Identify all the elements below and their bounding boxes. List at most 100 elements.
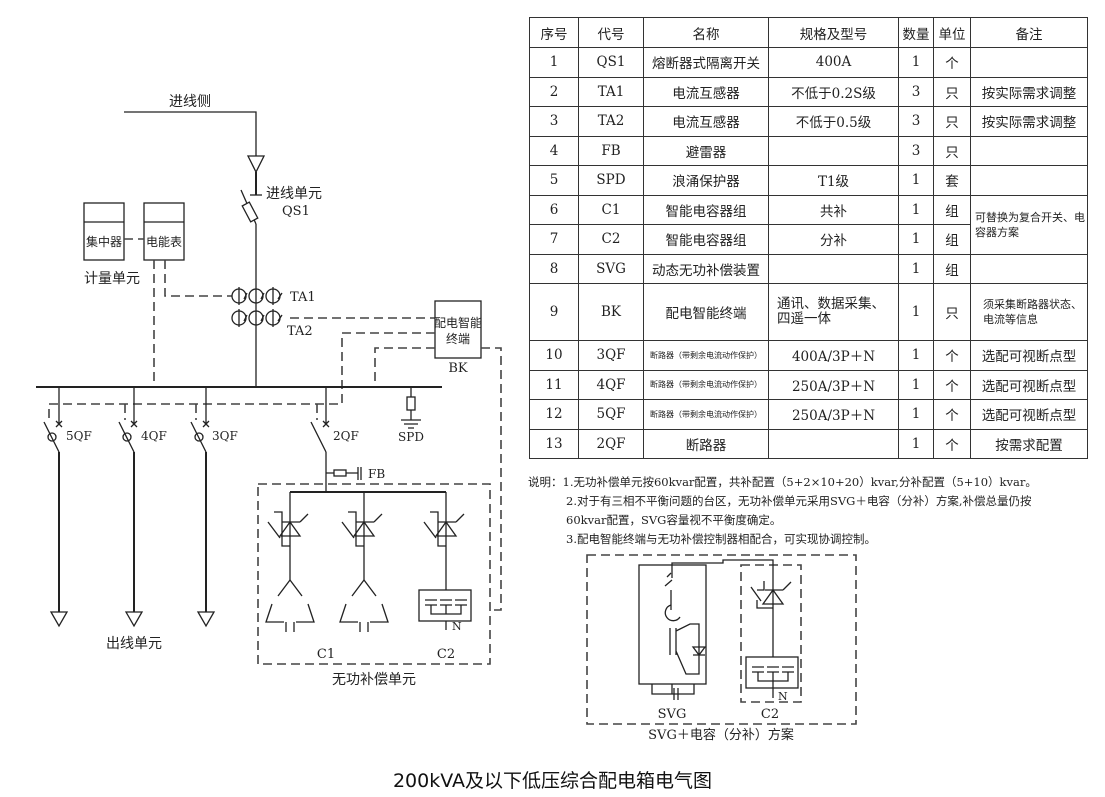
col-header-qty: 数量 xyxy=(898,17,934,48)
cell-name: 熔断器式隔离开关 xyxy=(643,47,769,78)
cell-code: C1 xyxy=(578,194,644,225)
bk-label: BK xyxy=(448,361,468,376)
note-item: 1.无功补偿单元按60kvar配置，共补配置（5+2×10+20）kvar,分补… xyxy=(562,475,1037,489)
table-row: 7 C2 智能电容器组 分补 1 组 xyxy=(529,224,1088,255)
cell-index: 10 xyxy=(529,340,579,371)
breaker-4qf-label: 4QF xyxy=(141,429,167,443)
cell-index: 1 xyxy=(529,47,579,78)
cell-index: 9 xyxy=(529,283,579,341)
table-row: 8 SVG 动态无功补偿装置 1 组 xyxy=(529,253,1088,284)
delta-capacitor-icon xyxy=(339,579,389,632)
cell-unit: 只 xyxy=(933,106,971,137)
cell-code: 4QF xyxy=(578,369,644,400)
current-transformers: TA1 TA2 xyxy=(231,287,435,339)
ta1-icon xyxy=(231,287,283,305)
notes-prefix: 说明： xyxy=(528,475,563,489)
cell-remark: 按实际需求调整 xyxy=(970,76,1088,107)
table-row: 1 QS1 熔断器式隔离开关 400A 1 个 xyxy=(529,47,1088,78)
cell-index: 5 xyxy=(529,165,579,196)
qs1-label: QS1 xyxy=(282,204,310,219)
cell-qty: 1 xyxy=(898,340,934,371)
incoming-side-label: 进线侧 xyxy=(169,94,211,110)
cell-code: SVG xyxy=(578,253,644,284)
col-header-name: 名称 xyxy=(643,17,769,48)
fb-arrester-icon xyxy=(333,469,347,477)
table-header-row: 序号 代号 名称 规格及型号 数量 单位 备注 xyxy=(529,17,1088,48)
cell-code: SPD xyxy=(578,165,644,196)
cell-unit: 只 xyxy=(933,76,971,107)
cell-spec: 共补 xyxy=(768,194,899,225)
c2-branch: N xyxy=(418,492,472,633)
breaker-3qf-label: 3QF xyxy=(212,429,238,443)
outgoing-feeders: 5QF 4QF 3QF 出线单元 xyxy=(43,387,238,652)
igbt-icon xyxy=(669,623,700,675)
table-row: 4 FB 避雷器 3 只 xyxy=(529,135,1088,166)
reactive-unit-label: 无功补偿单元 xyxy=(332,672,416,688)
cell-code: TA2 xyxy=(578,106,644,137)
cell-spec: 分补 xyxy=(768,224,899,255)
spd: SPD xyxy=(398,387,424,444)
svg-scheme-box xyxy=(586,554,857,725)
ta1-label: TA1 xyxy=(290,290,316,305)
cell-index: 7 xyxy=(529,224,579,255)
c1-label: C1 xyxy=(317,647,335,662)
cell-name: 电流互感器 xyxy=(643,106,769,137)
dc-capacitor-icon xyxy=(651,684,695,700)
cell-index: 11 xyxy=(529,369,579,400)
cell-unit: 只 xyxy=(933,135,971,166)
cell-qty: 3 xyxy=(898,135,934,166)
svg-c2-label: C2 xyxy=(761,707,779,722)
cell-unit: 组 xyxy=(933,194,971,225)
diode-icon xyxy=(691,646,707,657)
cell-code: 3QF xyxy=(578,340,644,371)
cell-code: TA1 xyxy=(578,76,644,107)
cell-name: 断路器（带剩余电流动作保护） xyxy=(643,340,769,371)
col-header-remark: 备注 xyxy=(970,17,1088,48)
cell-remark: 须采集断路器状态、电流等信息 xyxy=(970,283,1088,341)
ta2-icon xyxy=(231,309,283,327)
cell-qty: 1 xyxy=(898,428,934,459)
table-row: 9 BK 配电智能终端 通讯、数据采集、四遥一体 1 只 须采集断路器状态、电流… xyxy=(529,283,1088,341)
col-header-index: 序号 xyxy=(529,17,579,48)
cell-spec xyxy=(768,135,899,166)
cell-index: 8 xyxy=(529,253,579,284)
svg-c2-n-label: N xyxy=(778,690,788,703)
concentrator-label: 集中器 xyxy=(86,234,122,249)
bk-box-line2: 终端 xyxy=(446,331,470,346)
outgoing-unit-label: 出线单元 xyxy=(106,636,162,652)
bk-terminal: 配电智能 终端 BK xyxy=(48,300,502,611)
bom-table: 序号 代号 名称 规格及型号 数量 单位 备注 1 QS1 熔断器式隔离开关 4… xyxy=(529,17,1088,459)
note-item: 60kvar配置，SVG容量视不平衡度确定。 xyxy=(566,513,782,527)
cell-remark: 可替换为复合开关、电容器方案 xyxy=(970,194,1088,255)
c1-branch-a xyxy=(265,492,315,632)
cell-name: 断路器 xyxy=(643,428,769,459)
ta2-label: TA2 xyxy=(287,324,313,339)
cell-name: 电流互感器 xyxy=(643,76,769,107)
table-row: 5 SPD 浪涌保护器 T1级 1 套 xyxy=(529,165,1088,196)
cell-qty: 1 xyxy=(898,224,934,255)
table-row: 2 TA1 电流互感器 不低于0.2S级 3 只 按实际需求调整 xyxy=(529,76,1088,107)
svg-label: SVG xyxy=(658,707,687,722)
bk-box-line1: 配电智能 xyxy=(434,315,482,330)
cell-qty: 1 xyxy=(898,253,934,284)
c1-branch-b xyxy=(339,492,389,632)
cell-name: 断路器（带剩余电流动作保护） xyxy=(643,399,769,430)
reactive-unit-box xyxy=(257,483,491,665)
cell-unit: 套 xyxy=(933,165,971,196)
outgoing-terminal-icon xyxy=(196,611,216,628)
fuse-icon xyxy=(241,201,259,223)
delta-capacitor-icon xyxy=(265,579,315,632)
svg-scheme: N SVG C2 SVG＋电容（分补）方案 xyxy=(586,554,857,743)
cell-index: 13 xyxy=(529,428,579,459)
cell-unit: 个 xyxy=(933,47,971,78)
cell-index: 6 xyxy=(529,194,579,225)
cell-remark: 选配可视断点型 xyxy=(970,399,1088,430)
spd-icon xyxy=(406,396,416,411)
cell-code: BK xyxy=(578,283,644,341)
cell-name: 浪涌保护器 xyxy=(643,165,769,196)
cell-remark xyxy=(970,165,1088,196)
cell-index: 12 xyxy=(529,399,579,430)
metering-unit: 集中器 电能表 计量单元 xyxy=(83,202,232,387)
cell-name: 断路器（带剩余电流动作保护） xyxy=(643,369,769,400)
